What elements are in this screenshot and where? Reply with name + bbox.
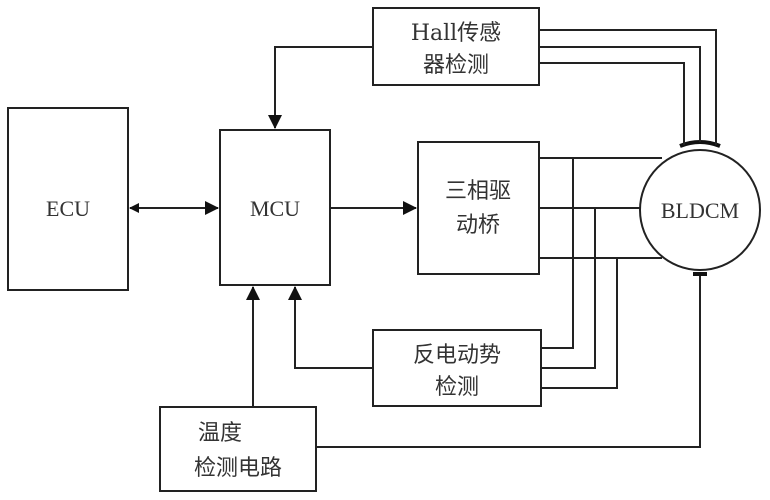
mcu-block: MCU bbox=[219, 129, 331, 286]
ecu-label: ECU bbox=[46, 196, 90, 221]
hall-mcu-arrow bbox=[268, 46, 373, 129]
phase-lines bbox=[539, 157, 662, 389]
motor-label: BLDCM bbox=[661, 198, 739, 223]
hall-label-line1: Hall传感 bbox=[411, 21, 501, 46]
hall-sensor-block: Hall传感 器检测 bbox=[372, 7, 540, 86]
back-emf-block: 反电动势 检测 bbox=[372, 329, 542, 407]
temp-sensor-line bbox=[316, 276, 701, 448]
hall-terminal bbox=[679, 140, 721, 148]
temperature-block: 温度 检测电路 bbox=[159, 406, 317, 492]
mcu-label: MCU bbox=[250, 196, 300, 221]
temp-label-line1: 温度 bbox=[198, 421, 242, 446]
bemf-label-line2: 检测 bbox=[435, 375, 479, 400]
three-phase-bridge-block: 三相驱 动桥 bbox=[417, 141, 540, 275]
bldc-motor: BLDCM bbox=[639, 140, 761, 276]
hall-label-line2: 器检测 bbox=[423, 53, 489, 78]
temp-label-line2: 检测电路 bbox=[194, 456, 282, 481]
bemf-label-line1: 反电动势 bbox=[413, 343, 501, 368]
bridge-label-line1: 三相驱 bbox=[445, 179, 511, 204]
hall-signal-lines bbox=[539, 29, 717, 145]
temp-terminal bbox=[693, 272, 707, 276]
bemf-mcu-arrow bbox=[288, 286, 373, 369]
ecu-block: ECU bbox=[7, 107, 129, 291]
bridge-label-line2: 动桥 bbox=[456, 213, 500, 238]
